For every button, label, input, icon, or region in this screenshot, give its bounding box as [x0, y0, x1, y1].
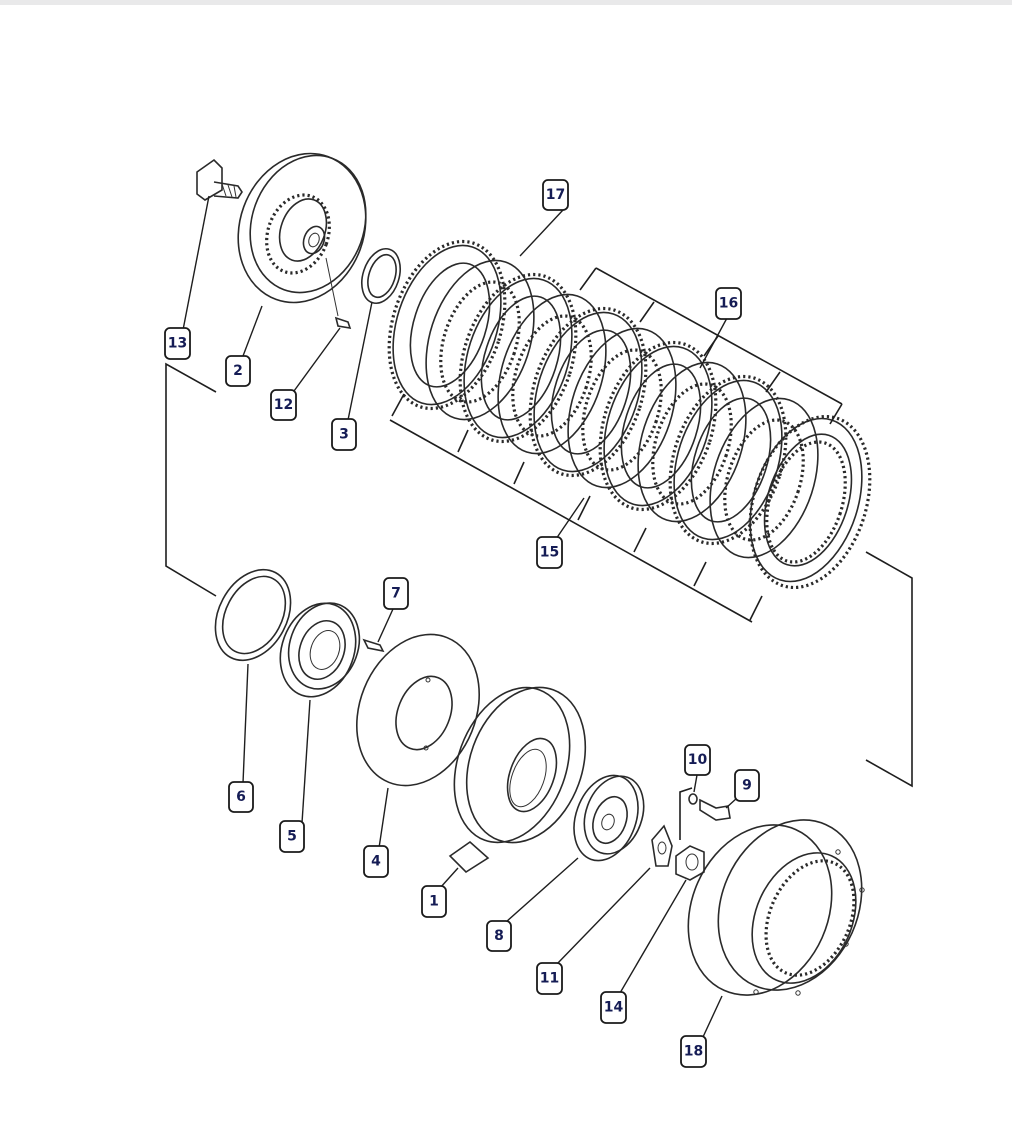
callout-5-label: 5: [287, 829, 297, 845]
callout-12[interactable]: 12: [270, 389, 297, 421]
callout-18-label: 18: [684, 1044, 703, 1060]
callout-11-label: 11: [540, 971, 559, 987]
ring-6-drawing: [214, 568, 292, 662]
callout-9[interactable]: 9: [734, 769, 760, 802]
callout-1[interactable]: 1: [421, 885, 447, 918]
bracket-right: [865, 551, 913, 788]
bracket-left: [165, 362, 217, 597]
callout-11[interactable]: 11: [536, 962, 563, 995]
callout-13-label: 13: [168, 336, 187, 352]
callout-2-label: 2: [233, 363, 243, 379]
callout-2[interactable]: 2: [225, 355, 251, 387]
leader-lines: [182, 195, 738, 1038]
callout-1-label: 1: [429, 894, 439, 910]
washer-10-drawing: [688, 793, 698, 805]
callout-16-label: 16: [719, 296, 738, 312]
callout-3-label: 3: [339, 427, 349, 443]
screw-9-drawing: [699, 798, 731, 821]
ring-3-drawing: [361, 247, 401, 305]
callout-5[interactable]: 5: [279, 820, 305, 853]
callout-13[interactable]: 13: [164, 327, 191, 360]
callout-16[interactable]: 16: [715, 287, 742, 320]
callout-17-label: 17: [546, 187, 565, 203]
callout-7-label: 7: [391, 586, 401, 602]
nut-14-drawing: [675, 845, 705, 881]
plate-1-drawing: [448, 686, 587, 874]
callout-17[interactable]: 17: [542, 179, 569, 211]
callout-10[interactable]: 10: [684, 744, 711, 776]
callout-10-label: 10: [688, 752, 708, 768]
cup-8-drawing: [573, 774, 645, 862]
pin-12-drawing: [325, 257, 352, 330]
washer-11-drawing: [651, 824, 673, 867]
disc-4-drawing: [355, 633, 481, 787]
bracket-15: [389, 393, 763, 623]
callout-14[interactable]: 14: [600, 991, 627, 1024]
callout-4-label: 4: [371, 854, 381, 870]
callout-18[interactable]: 18: [680, 1035, 707, 1068]
piston-5-drawing: [279, 602, 361, 698]
callout-8-label: 8: [494, 928, 504, 944]
pin-7-drawing: [362, 638, 385, 653]
callout-7[interactable]: 7: [383, 577, 409, 610]
housing-18-drawing: [687, 819, 865, 996]
bracket-9-10: [679, 787, 693, 840]
hub-2-drawing: [237, 152, 367, 304]
callout-12-label: 12: [274, 397, 293, 413]
callout-4[interactable]: 4: [363, 845, 389, 878]
callout-8[interactable]: 8: [486, 920, 512, 952]
callout-9-label: 9: [742, 778, 752, 794]
clutch-pack-15-17-drawing: [387, 239, 872, 590]
callout-15[interactable]: 15: [536, 536, 563, 569]
bolt-13-drawing: [196, 158, 243, 201]
top-strip: [0, 0, 1012, 5]
callout-3[interactable]: 3: [331, 418, 357, 451]
callout-14-label: 14: [604, 1000, 624, 1016]
callout-6-label: 6: [236, 789, 246, 805]
bracket-16: [579, 267, 843, 425]
callout-15-label: 15: [540, 545, 559, 561]
callout-6[interactable]: 6: [228, 781, 254, 813]
